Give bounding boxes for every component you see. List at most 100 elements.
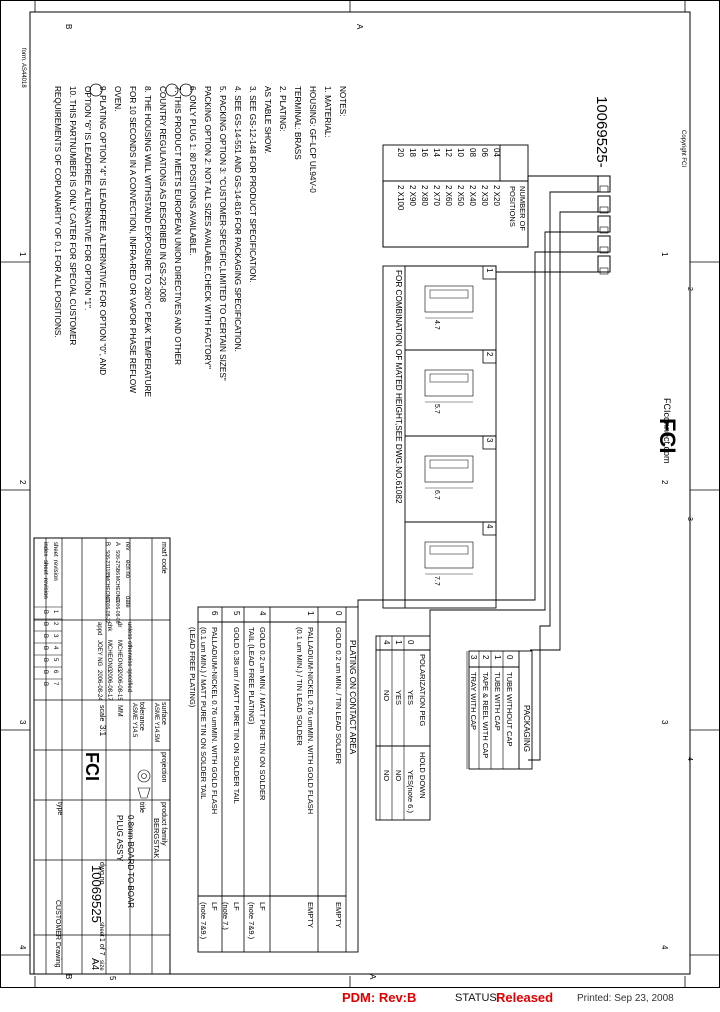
table-cell (482, 349, 497, 364)
dwg-no-label: dwg no (98, 862, 105, 885)
plating-lf: LF (210, 902, 219, 911)
note-line: 3. SEE GS-12-148 FOR PRODUCT SPECIFICATI… (248, 86, 257, 283)
note-line: NOTES: (338, 86, 347, 116)
revision-date: 2006-08-22 (104, 598, 110, 624)
surface-value: ASME Y14.5M (153, 703, 159, 742)
positions-count: 2 X70 (432, 185, 441, 206)
product-family-value: BERGSTAK (152, 818, 161, 858)
positions-code: 08 (468, 148, 477, 157)
rev-label: rev (124, 542, 130, 550)
note-line: COUNTRY REGULATIONS AS DESCRIBED IN GS-2… (158, 86, 167, 303)
code-box-inner (599, 206, 609, 214)
plating-title: PLATING ON CONTACT AREA (348, 640, 357, 755)
packaging-code: 0 (505, 655, 514, 660)
zone-number-right: 3 (660, 720, 669, 725)
peg-header: HOLD DOWN (418, 752, 427, 799)
notes-block: NOTES: 1. MATERIAL: HOUSING: GF-LCP UL94V… (53, 83, 347, 398)
plating-lf: LF (258, 902, 267, 911)
plating-lf: LF (232, 902, 241, 911)
mated-height-dim: 6.7 (433, 490, 440, 500)
note-line: 10. THIS PARTNUMBER IS ONLY CATER FOR SP… (68, 86, 77, 345)
note-line: HOUSING: GF-LCP UL94V-0 (308, 86, 317, 193)
mated-height-dim: 4.7 (433, 320, 440, 330)
packaging-code: 3 (469, 655, 478, 660)
product-family-label: product family (160, 802, 167, 846)
dwg-no-value: 10069525 (89, 865, 104, 923)
table-cell (482, 521, 497, 536)
tolerance-value: ASME Y14.5 (131, 703, 137, 738)
code-box-inner (599, 267, 609, 275)
title-value: 0.8mm BOARD TO BOAR (126, 815, 135, 908)
plating-lf: EMPTY (334, 902, 343, 928)
status-label: STATUS: (455, 992, 500, 1004)
note-line: AS TABLE SHOW. (263, 86, 272, 154)
note-line: 9. PLATING OPTION "4" IS LEADFREE ALTERN… (98, 86, 107, 375)
note-line: 4. SEE GS-14-551 AND GS-14-816 FOR PACKA… (233, 86, 242, 352)
positions-count: 2 X100 (396, 185, 405, 211)
revision-date: 2006-08-08 (114, 598, 120, 624)
inner-frame (29, 11, 691, 975)
note-line: 6. ONLY PLUG 1: 80 POSITIONS AVAILABLE. (188, 86, 197, 256)
projection-symbol (137, 787, 151, 799)
positions-count: 2 X60 (444, 185, 453, 206)
connector-sketch (429, 289, 469, 299)
index-sheet-label: sheet (42, 560, 48, 575)
mated-height-number: 4 (485, 524, 494, 529)
packaging-desc: TAPE & REEL WITH CAP (481, 672, 490, 758)
positions-code: 14 (432, 148, 441, 157)
website-label: FCIconnect.com (662, 398, 672, 464)
sheet-value: 1 of 7 (98, 938, 105, 956)
positions-code: 04 (492, 148, 501, 157)
plating-desc: (0.1 um MIN.) / TIN LEAD SOLDER (295, 627, 304, 746)
peg-value: NO (382, 690, 391, 701)
note-circle (165, 83, 179, 97)
revision-by: MCHEONG (114, 576, 120, 602)
peg-holddown: NO (394, 770, 403, 781)
index-sheet-number: 4 (52, 646, 58, 650)
note-line: REQUIREMENTS OF COPLANARITY OF 0.1 FOR A… (53, 86, 62, 338)
index-sheet-label: sheet (52, 542, 58, 557)
scale-label: scale (98, 705, 105, 721)
mated-height-number: 3 (485, 438, 494, 443)
note-line: 1. MATERIAL: (323, 86, 332, 138)
revision-letter: B (104, 542, 110, 546)
date-label: date (124, 596, 130, 608)
index-revision-letter: B (42, 682, 48, 686)
connector-sketch (424, 369, 474, 397)
note-line: 8. THE HOUSING WILL WITHSTAND EXPOSURE T… (143, 86, 152, 398)
note-circle (179, 83, 193, 97)
svg-text:FCI: FCI (655, 418, 680, 453)
zone-number-left: 3 (18, 720, 27, 725)
positions-code: 12 (444, 148, 453, 157)
peg-holddown: NO (382, 770, 391, 781)
zone-letter-top: B (64, 24, 73, 29)
note-line: PACKING OPTION 2: NOT ALL SIZES AVAILABL… (203, 86, 212, 369)
leader-packaging (530, 211, 604, 651)
revision-ecn: S06-275B6 (114, 550, 120, 575)
index-revision-label: revision (42, 578, 48, 599)
zone-number-right: 2 (660, 480, 669, 485)
size-value: A4 (89, 958, 100, 971)
scale-value: 3:1 (98, 725, 107, 737)
packaging-title: PACKAGING (522, 705, 531, 752)
mated-height-number: 1 (485, 268, 494, 273)
zone-number-right: 2 (686, 287, 693, 291)
fci-logo: FCI (655, 418, 680, 453)
signature-role: appd (96, 622, 102, 635)
note-line: OVEN. (113, 86, 122, 111)
positions-code: 10 (456, 148, 465, 157)
note-line: 7. THIS PRODUCT MEETS EUROPEAN UNION DIR… (173, 86, 182, 365)
mated-height-block: FOR COMBINATION OF MATED HEIGHT,SEE DWG.… (382, 265, 497, 609)
peg-header: POLARIZATION PEG (418, 654, 427, 727)
positions-code: 18 (408, 148, 417, 157)
table-cell (375, 635, 431, 821)
positions-code: 06 (480, 148, 489, 157)
leader-peg (429, 231, 604, 636)
projection-label: projection (160, 752, 167, 782)
index-sheet-number: 5 (52, 658, 58, 662)
positions-count: 2 X50 (456, 185, 465, 206)
index-revision-letter: B (42, 646, 48, 650)
